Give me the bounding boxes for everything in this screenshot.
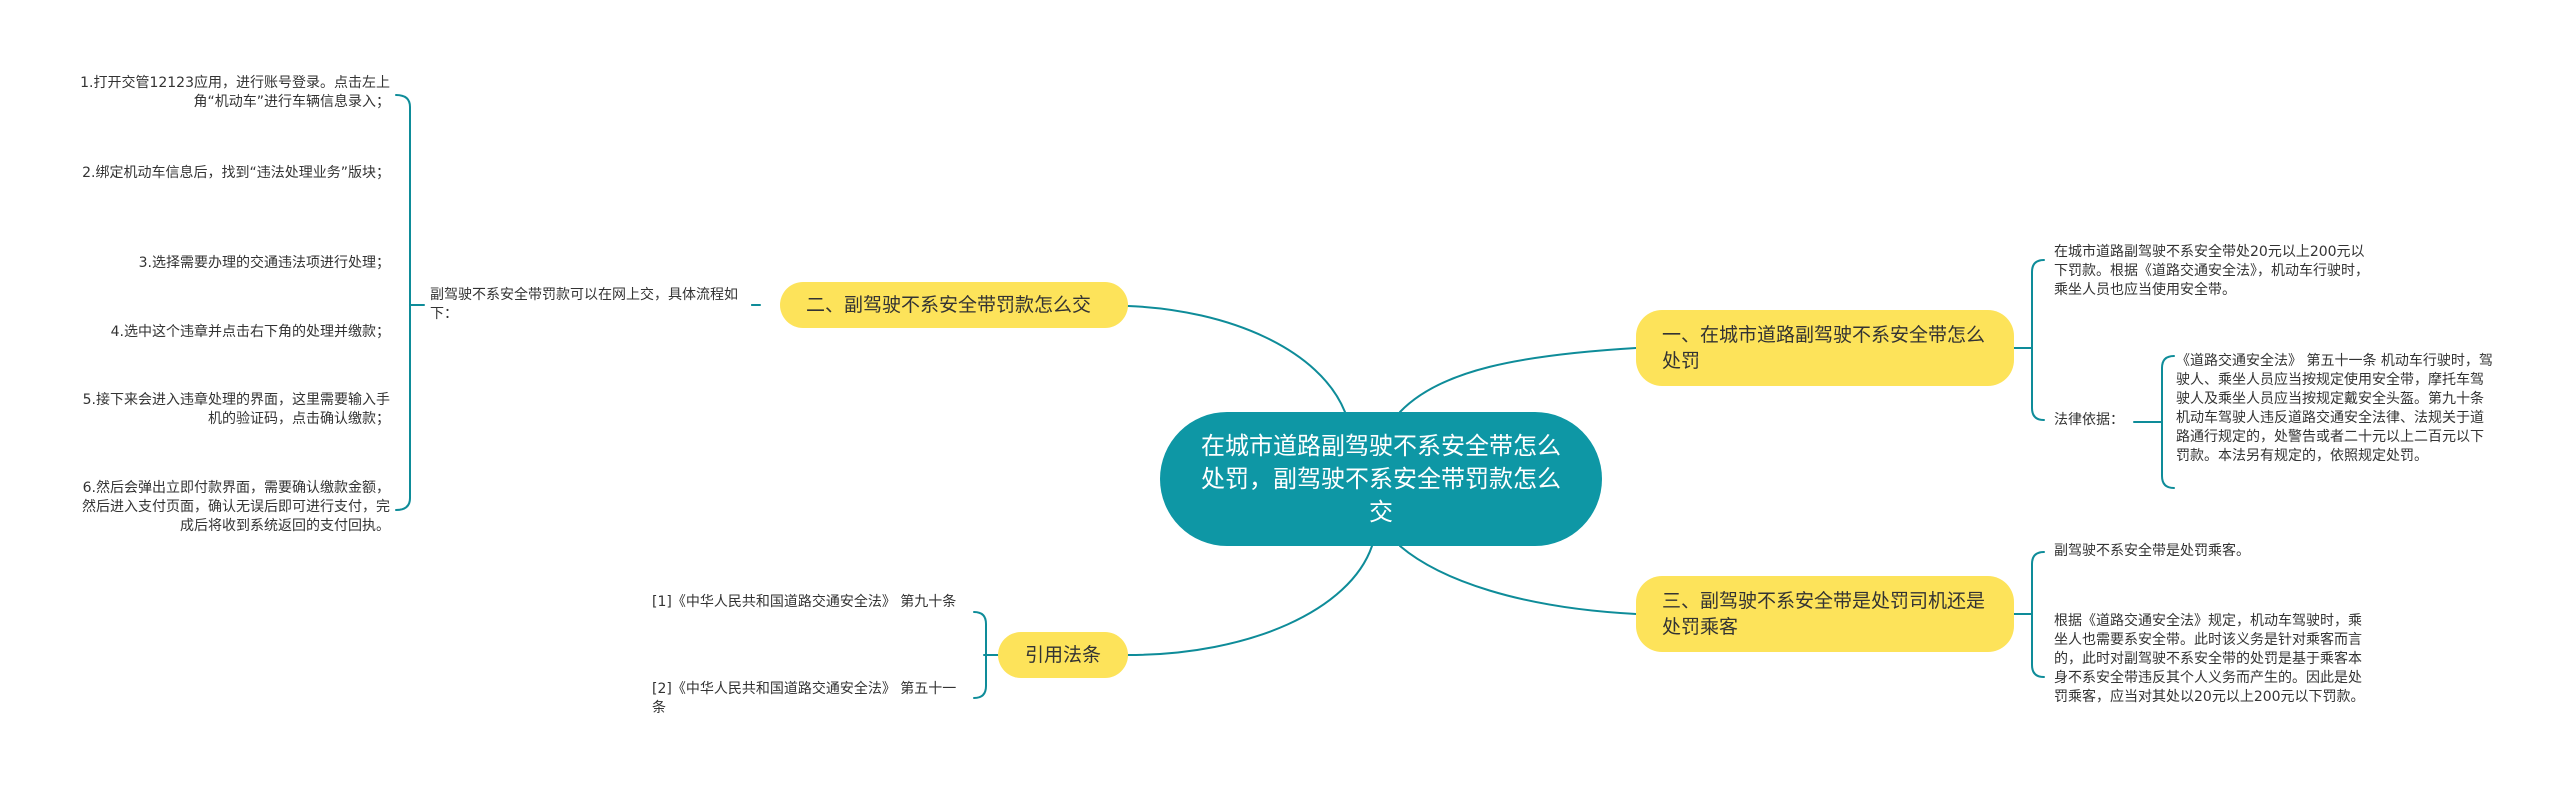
reference-1: [1]《中华人民共和国道路交通安全法》 第九十条 [652,593,970,612]
payment-step-4: 4.选中这个违章并点击右下角的处理并缴款； [70,323,390,342]
reference-1-text: [1]《中华人民共和国道路交通安全法》 第九十条 [652,594,957,610]
payment-step-5: 5.接下来会进入违章处理的界面，这里需要输入手机的验证码，点击确认缴款； [70,391,390,429]
bracket-b2 [395,94,411,511]
payment-step-4-text: 4.选中这个违章并点击右下角的处理并缴款； [110,324,390,340]
reference-2: [2]《中华人民共和国道路交通安全法》 第五十一条 [652,680,970,718]
payment-intro-text: 副驾驶不系安全带罚款可以在网上交，具体流程如下： [430,287,738,322]
payment-step-1-text: 1.打开交管12123应用，进行账号登录。点击左上角“机动车”进行车辆信息录入； [80,75,390,110]
branch-references-title: 引用法条 [1024,644,1101,666]
penalty-summary-leaf: 在城市道路副驾驶不系安全带处20元以上200元以下罚款。根据《道路交通安全法》，… [2054,243,2374,300]
bracket-b1 [2031,259,2045,421]
link-root-b4 [1127,545,1373,656]
branch-penalty[interactable]: 一、在城市道路副驾驶不系安全带怎么处罚 [1636,310,2014,386]
branch-references[interactable]: 引用法条 [998,632,1128,678]
who-punished-reason-leaf: 根据《道路交通安全法》规定，机动车驾驶时，乘坐人也需要系安全带。此时该义务是针对… [2054,612,2372,707]
bracket-b1-law [2161,355,2175,489]
branch-payment[interactable]: 二、副驾驶不系安全带罚款怎么交 [780,282,1128,328]
payment-step-1: 1.打开交管12123应用，进行账号登录。点击左上角“机动车”进行车辆信息录入； [70,74,390,112]
payment-step-6-text: 6.然后会弹出立即付款界面，需要确认缴款金额，然后进入支付页面，确认无误后即可进… [82,480,390,534]
link-root-b3 [1399,545,1637,615]
branch-penalty-title: 一、在城市道路副驾驶不系安全带怎么处罚 [1662,324,1986,372]
payment-step-2: 2.绑定机动车信息后，找到“违法处理业务”版块； [70,164,390,183]
link-root-b2 [1127,305,1346,413]
payment-intro-leaf: 副驾驶不系安全带罚款可以在网上交，具体流程如下： [430,286,752,324]
payment-step-6: 6.然后会弹出立即付款界面，需要确认缴款金额，然后进入支付页面，确认无误后即可进… [70,479,390,536]
link-root-b1 [1399,347,1637,413]
penalty-summary-text: 在城市道路副驾驶不系安全带处20元以上200元以下罚款。根据《道路交通安全法》，… [2054,244,2369,298]
legal-basis-label-text: 法律依据： [2054,412,2124,428]
payment-step-3-text: 3.选择需要办理的交通违法项进行处理； [138,255,390,271]
payment-step-5-text: 5.接下来会进入违章处理的界面，这里需要输入手机的验证码，点击确认缴款； [82,392,390,427]
payment-step-3: 3.选择需要办理的交通违法项进行处理； [70,254,390,273]
branch-who-punished[interactable]: 三、副驾驶不系安全带是处罚司机还是处罚乘客 [1636,576,2014,652]
legal-basis-text: 《道路交通安全法》 第五十一条 机动车行驶时，驾驶人、乘坐人员应当按规定使用安全… [2176,353,2493,464]
root-node[interactable]: 在城市道路副驾驶不系安全带怎么处罚，副驾驶不系安全带罚款怎么交 [1160,412,1602,546]
who-punished-answer-leaf: 副驾驶不系安全带是处罚乘客。 [2054,542,2374,561]
branch-payment-title: 二、副驾驶不系安全带罚款怎么交 [806,294,1092,316]
root-title: 在城市道路副驾驶不系安全带怎么处罚，副驾驶不系安全带罚款怎么交 [1201,431,1561,526]
legal-basis-label: 法律依据： [2054,411,2144,430]
bracket-b4 [973,611,987,699]
who-punished-answer-text: 副驾驶不系安全带是处罚乘客。 [2054,543,2250,559]
branch-who-punished-title: 三、副驾驶不系安全带是处罚司机还是处罚乘客 [1662,590,1986,638]
legal-basis-leaf: 《道路交通安全法》 第五十一条 机动车行驶时，驾驶人、乘坐人员应当按规定使用安全… [2176,352,2496,466]
bracket-b3 [2031,551,2045,678]
reference-2-text: [2]《中华人民共和国道路交通安全法》 第五十一条 [652,681,957,716]
who-punished-reason-text: 根据《道路交通安全法》规定，机动车驾驶时，乘坐人也需要系安全带。此时该义务是针对… [2054,613,2365,705]
payment-step-2-text: 2.绑定机动车信息后，找到“违法处理业务”版块； [82,165,390,181]
